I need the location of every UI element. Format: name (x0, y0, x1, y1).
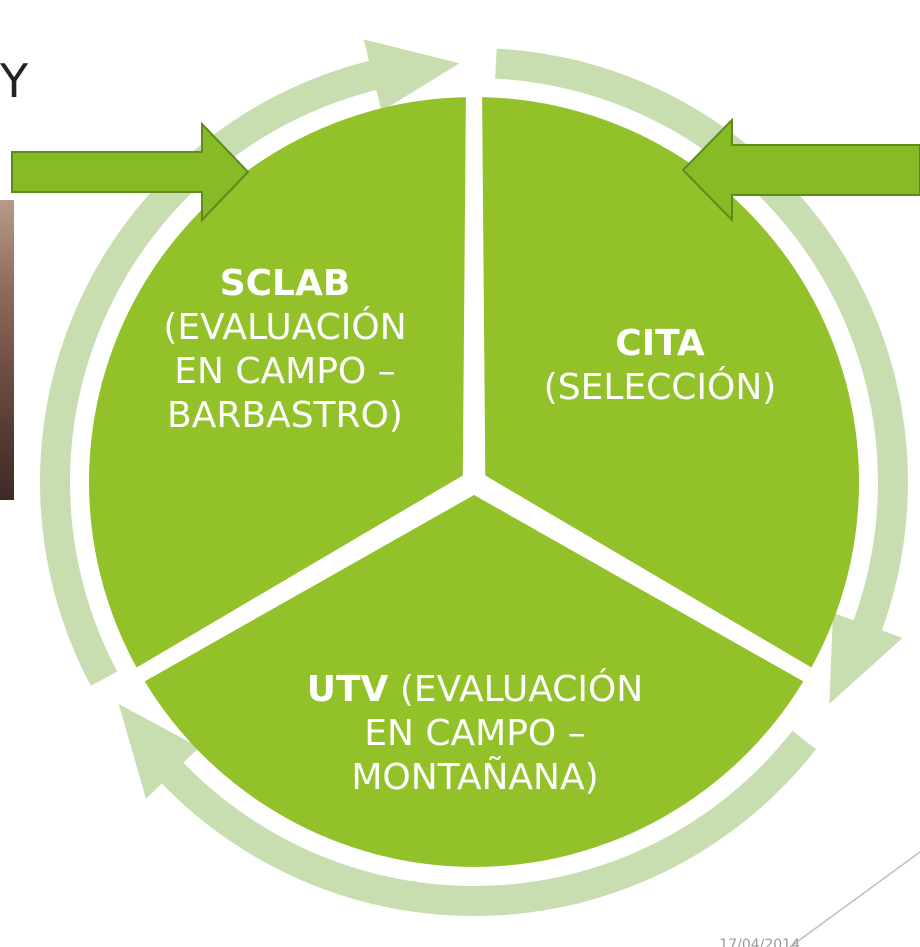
ring-arrow-top (39, 39, 460, 686)
segment-sclab (88, 97, 466, 668)
ring-arrow-bottom-left (118, 704, 816, 917)
label-sclab-line-3: BARBASTRO) (167, 395, 403, 436)
label-sclab-line-1: (EVALUACIÓN (163, 307, 407, 348)
label-sclab-line-2: EN CAMPO – (174, 351, 396, 392)
label-utv-line-3: MONTAÑANA) (351, 757, 599, 798)
label-utv: UTV (EVALUACIÓN EN CAMPO – MONTAÑANA) (250, 668, 700, 800)
label-utv-line-2: EN CAMPO – (364, 713, 586, 754)
label-utv-line-1-rest: (EVALUACIÓN (388, 669, 644, 710)
label-utv-name: UTV (306, 669, 389, 710)
ring-arrows (39, 39, 908, 917)
label-sclab-name: SCLAB (219, 263, 351, 304)
label-cita-line-1: (SELECCIÓN) (543, 367, 777, 408)
segment-cita (482, 97, 860, 668)
ring-arrow-right (495, 48, 908, 705)
label-cita-name: CITA (615, 323, 705, 364)
partial-heading: Y (0, 54, 29, 108)
arrow-right-pointer (11, 121, 250, 223)
segment-utv (144, 495, 804, 867)
segments (88, 97, 860, 867)
slide-number: 17/04/2014 (719, 937, 800, 947)
decorative-line (789, 851, 920, 947)
label-cita: CITA (SELECCIÓN) (505, 322, 815, 410)
arrow-left-pointer (681, 117, 920, 223)
photo-fragment (0, 200, 14, 500)
label-sclab: SCLAB (EVALUACIÓN EN CAMPO – BARBASTRO) (130, 262, 440, 438)
